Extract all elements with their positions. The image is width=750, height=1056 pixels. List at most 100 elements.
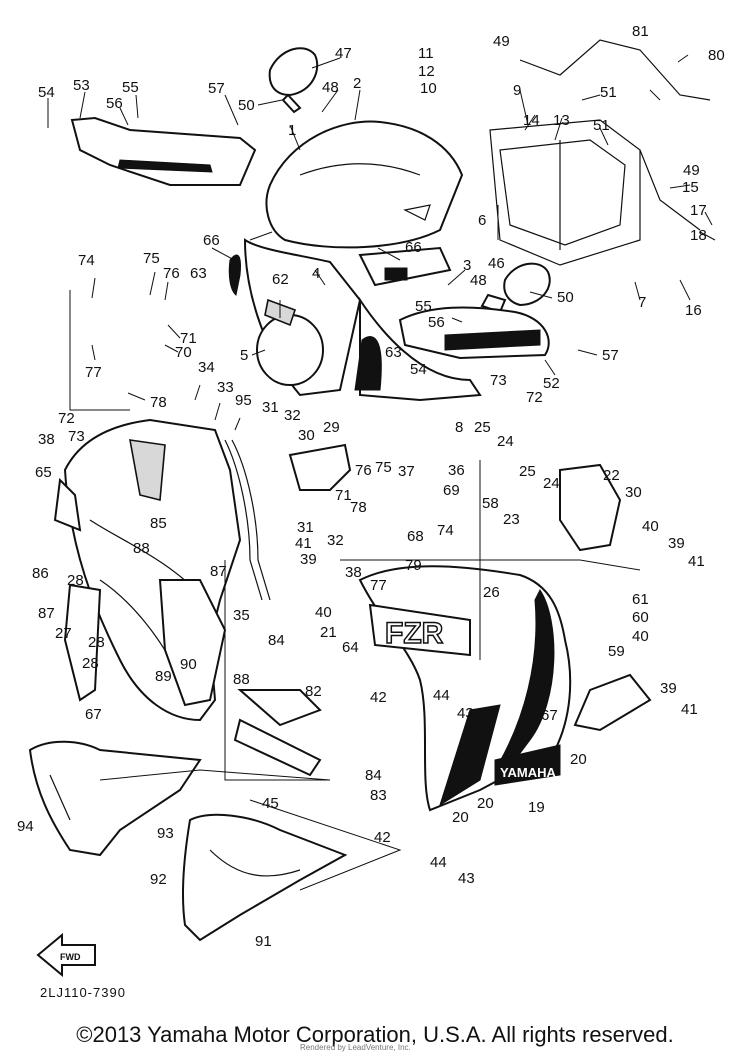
side-cowl-right: FZR YAMAHA bbox=[358, 565, 572, 812]
callout-24b: 24 bbox=[543, 475, 560, 492]
callout-26: 26 bbox=[483, 584, 500, 601]
cowl-stay-left bbox=[70, 116, 257, 186]
callout-76a: 76 bbox=[163, 265, 180, 282]
callout-11: 11 bbox=[418, 45, 434, 62]
callout-67a: 67 bbox=[85, 706, 102, 723]
yamaha-decal: YAMAHA bbox=[500, 765, 556, 780]
callout-20a: 20 bbox=[570, 751, 587, 768]
callout-73a: 73 bbox=[68, 428, 85, 445]
callout-30b: 30 bbox=[625, 484, 642, 501]
callout-83: 83 bbox=[370, 787, 387, 804]
callout-39a: 39 bbox=[300, 551, 317, 568]
callout-57b: 57 bbox=[602, 347, 619, 364]
callout-13: 13 bbox=[553, 112, 570, 129]
callout-85: 85 bbox=[150, 515, 167, 532]
callout-93: 93 bbox=[157, 825, 174, 842]
callout-44b: 44 bbox=[430, 854, 447, 871]
watermark: Rendered by LeadVenture, Inc. bbox=[300, 1043, 411, 1052]
callout-55a: 55 bbox=[122, 79, 139, 96]
callout-28a: 28 bbox=[67, 572, 84, 589]
callout-40a: 40 bbox=[642, 518, 659, 535]
callout-9: 9 bbox=[513, 82, 521, 99]
callout-61: 61 bbox=[632, 591, 649, 608]
callout-14: 14 bbox=[523, 112, 540, 129]
callout-39b: 39 bbox=[668, 535, 685, 552]
callout-38a: 38 bbox=[38, 431, 55, 448]
callout-69: 69 bbox=[443, 482, 460, 499]
callout-58: 58 bbox=[482, 495, 499, 512]
callout-72b: 72 bbox=[526, 389, 543, 406]
callout-15: 15 bbox=[682, 179, 699, 196]
leader-lines bbox=[47, 54, 716, 431]
callout-1: 1 bbox=[288, 122, 296, 139]
callout-77a: 77 bbox=[85, 364, 102, 381]
mirror-left bbox=[268, 47, 319, 114]
callout-47: 47 bbox=[335, 45, 352, 62]
cowl-stay-frame bbox=[489, 39, 711, 266]
callout-49a: 49 bbox=[493, 33, 510, 50]
fzr-decal: FZR bbox=[385, 617, 444, 650]
callout-70: 70 bbox=[175, 344, 192, 361]
callout-76b: 76 bbox=[355, 462, 372, 479]
duct-right bbox=[398, 306, 550, 360]
callout-31b: 31 bbox=[297, 519, 314, 536]
callout-35: 35 bbox=[233, 607, 250, 624]
callout-50a: 50 bbox=[238, 97, 255, 114]
callout-89: 89 bbox=[155, 668, 172, 685]
callout-28b: 28 bbox=[88, 634, 105, 651]
callout-78a: 78 bbox=[150, 394, 167, 411]
callout-23: 23 bbox=[503, 511, 520, 528]
callout-3: 3 bbox=[463, 257, 471, 274]
callout-56a: 56 bbox=[106, 95, 123, 112]
drawing-code: 2LJ110-7390 bbox=[40, 985, 126, 1000]
copyright-notice: ©2013 Yamaha Motor Corporation, U.S.A. A… bbox=[76, 1022, 674, 1047]
callout-66a: 66 bbox=[203, 232, 220, 249]
callout-32b: 32 bbox=[327, 532, 344, 549]
callout-53: 53 bbox=[73, 77, 90, 94]
callout-94: 94 bbox=[17, 818, 34, 835]
callout-48b: 48 bbox=[470, 272, 487, 289]
callout-41c: 41 bbox=[681, 701, 698, 718]
callout-4: 4 bbox=[312, 265, 320, 282]
callout-79: 79 bbox=[405, 557, 422, 574]
parts-diagram: FZR YAMAHA FWD bbox=[17, 23, 725, 978]
callout-labels: 1 2 3 4 5 6 7 8 9 10 11 12 13 14 15 16 1… bbox=[17, 23, 725, 950]
callout-8: 8 bbox=[455, 419, 463, 436]
callout-49b: 49 bbox=[683, 162, 700, 179]
callout-91: 91 bbox=[255, 933, 272, 950]
callout-81: 81 bbox=[632, 23, 649, 40]
callout-29: 29 bbox=[323, 419, 340, 436]
callout-32a: 32 bbox=[284, 407, 301, 424]
callout-44a: 44 bbox=[433, 687, 450, 704]
callout-25a: 25 bbox=[474, 419, 491, 436]
callout-31a: 31 bbox=[262, 399, 279, 416]
callout-6: 6 bbox=[478, 212, 486, 229]
callout-37: 37 bbox=[398, 463, 415, 480]
callout-65: 65 bbox=[35, 464, 52, 481]
callout-34: 34 bbox=[198, 359, 215, 376]
callout-54b: 54 bbox=[410, 361, 427, 378]
callout-57a: 57 bbox=[208, 80, 225, 97]
under-cowl-left bbox=[28, 740, 202, 857]
callout-51a: 51 bbox=[600, 84, 617, 101]
callout-12: 12 bbox=[418, 63, 435, 80]
callout-90: 90 bbox=[180, 656, 197, 673]
callout-88b: 88 bbox=[233, 671, 250, 688]
callout-77b: 77 bbox=[370, 577, 387, 594]
callout-16: 16 bbox=[685, 302, 702, 319]
callout-84a: 84 bbox=[268, 632, 285, 649]
callout-43a: 43 bbox=[457, 705, 474, 722]
callout-63b: 63 bbox=[385, 344, 402, 361]
callout-46: 46 bbox=[488, 255, 505, 272]
callout-42a: 42 bbox=[370, 689, 387, 706]
callout-80: 80 bbox=[708, 47, 725, 64]
callout-52: 52 bbox=[543, 375, 560, 392]
assembly-outlines bbox=[69, 290, 641, 891]
callout-38b: 38 bbox=[345, 564, 362, 581]
callout-75a: 75 bbox=[143, 250, 160, 267]
callout-73b: 73 bbox=[490, 372, 507, 389]
callout-36: 36 bbox=[448, 462, 465, 479]
callout-88a: 88 bbox=[133, 540, 150, 557]
callout-19: 19 bbox=[528, 799, 545, 816]
callout-95: 95 bbox=[235, 392, 252, 409]
